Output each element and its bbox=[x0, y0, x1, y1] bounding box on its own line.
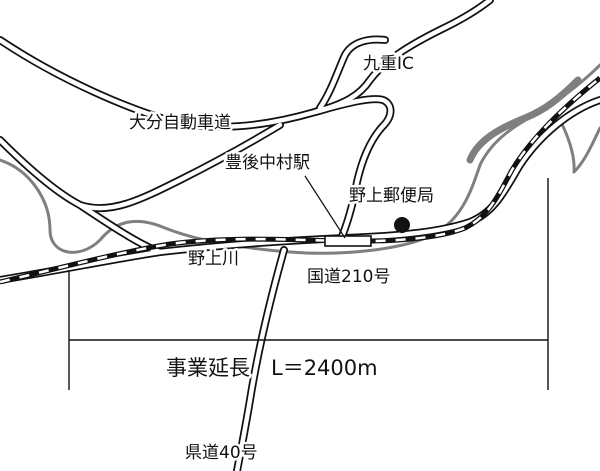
expressway-outline bbox=[0, 0, 494, 131]
river-tributary bbox=[558, 118, 600, 174]
ic-loop-fill bbox=[312, 96, 393, 244]
national-road-210-fill bbox=[0, 97, 600, 283]
label-station: 豊後中村駅 bbox=[225, 153, 310, 173]
railway bbox=[0, 76, 600, 285]
station-rectangle-icon[interactable] bbox=[324, 235, 372, 247]
river-bank bbox=[466, 76, 582, 164]
expressway-fill bbox=[0, 0, 493, 129]
station-leader-line bbox=[304, 175, 346, 239]
expressway-branch-fill bbox=[317, 37, 388, 111]
label-expressway: 大分自動車道 bbox=[129, 113, 231, 133]
river-nogami bbox=[0, 63, 600, 255]
label-post-office: 野上郵便局 bbox=[349, 186, 434, 206]
local-road-fill bbox=[0, 122, 283, 211]
filled-circle-icon[interactable] bbox=[394, 217, 410, 233]
ic-loop-outline bbox=[311, 95, 395, 245]
connector-road-fill bbox=[77, 202, 163, 255]
label-kokonoe-ic: 九重IC bbox=[363, 54, 414, 74]
river-main bbox=[0, 63, 600, 255]
label-project-length: 事業延長 L＝2400m bbox=[166, 356, 378, 380]
label-river: 野上川 bbox=[188, 249, 239, 269]
label-national-road: 国道210号 bbox=[307, 267, 390, 287]
prefectural-road-40-fill bbox=[234, 247, 287, 471]
project-extent-bracket bbox=[68, 178, 549, 390]
label-prefectural-road: 県道40号 bbox=[185, 443, 258, 463]
